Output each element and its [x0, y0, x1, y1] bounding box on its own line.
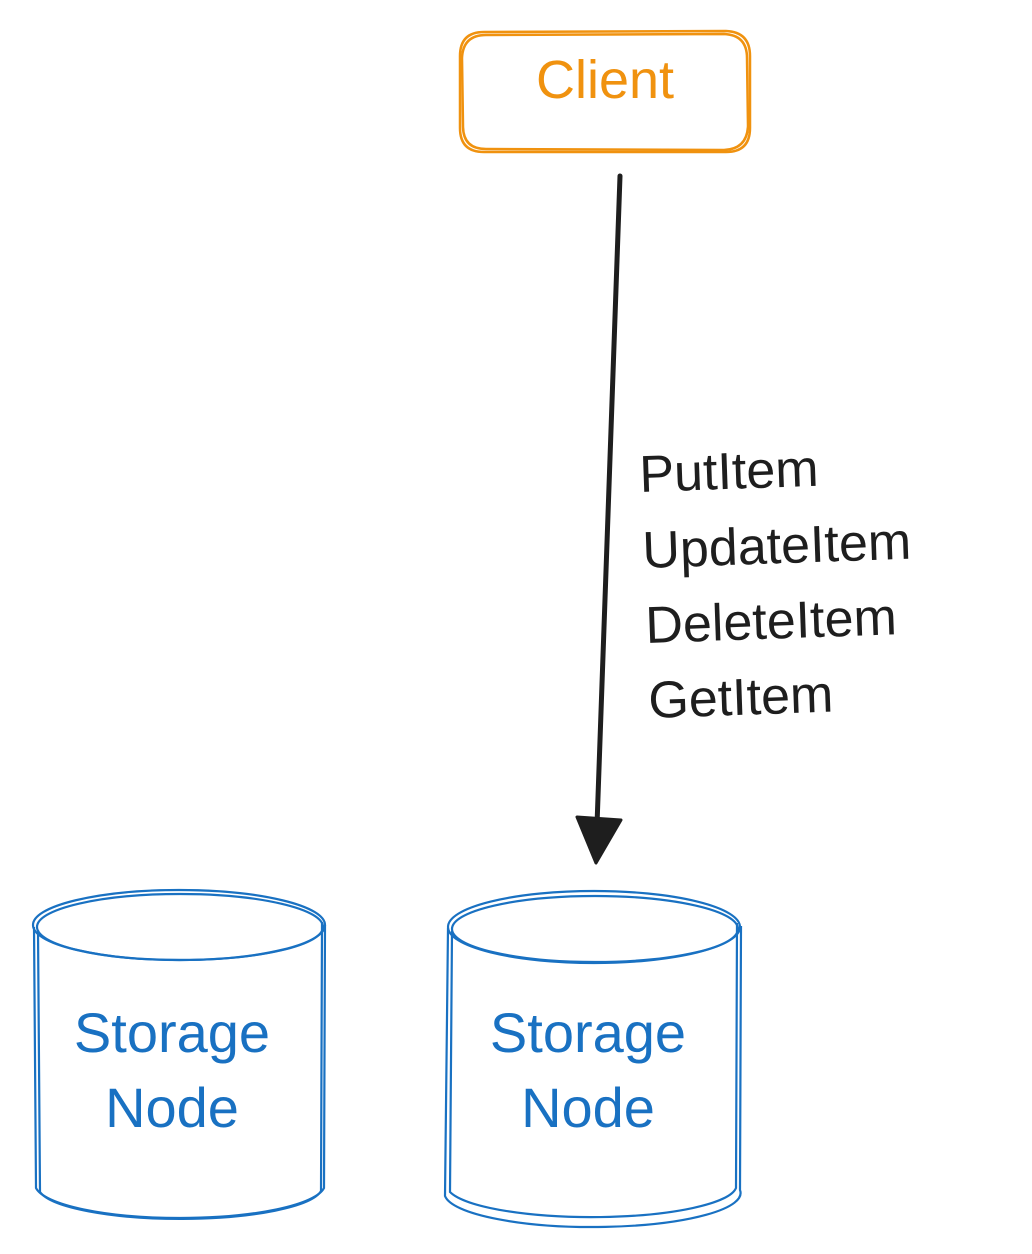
operation-putitem: PutItem [638, 440, 819, 504]
storage-node-2[interactable]: Storage Node [443, 889, 743, 1229]
storage-node-2-label-line1: Storage [490, 1001, 686, 1064]
client-label: Client [536, 50, 674, 110]
cylinder-body-sketch [36, 921, 324, 1220]
cylinder-body [443, 925, 743, 1229]
arrow-head-icon [575, 815, 623, 865]
operation-labels: PutItem UpdateItem DeleteItem GetItem [638, 440, 912, 730]
request-arrow [575, 173, 623, 865]
client-node[interactable]: Client [458, 29, 752, 154]
arrow-shaft [594, 173, 623, 828]
storage-node-2-label-line2: Node [521, 1076, 655, 1139]
operation-updateitem: UpdateItem [641, 513, 912, 580]
operation-deleteitem: DeleteItem [644, 588, 897, 655]
cylinder-top-sketch [35, 892, 325, 962]
client-box-outline-sketch [460, 32, 750, 152]
client-box-outline [458, 29, 752, 154]
operation-getitem: GetItem [647, 666, 834, 730]
cylinder-body-sketch [448, 922, 739, 1219]
storage-node-1-label-line1: Storage [74, 1001, 270, 1064]
storage-node-1[interactable]: Storage Node [31, 888, 327, 1220]
cylinder-top-sketch [450, 894, 740, 964]
cylinder-body [32, 924, 327, 1220]
storage-node-1-label-line2: Node [105, 1076, 239, 1139]
